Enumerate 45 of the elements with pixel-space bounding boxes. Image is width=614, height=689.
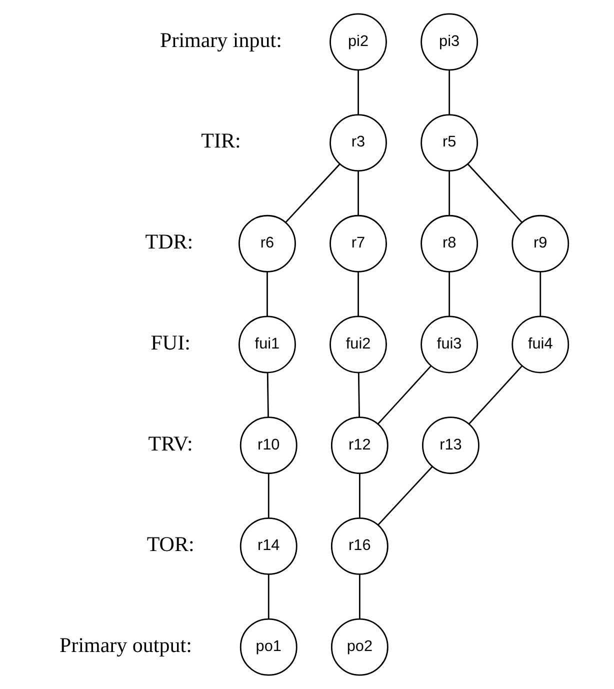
connector — [448, 170, 450, 216]
connector — [448, 272, 450, 316]
node-circle: pi3 — [420, 13, 478, 71]
node-circle: r16 — [330, 518, 388, 575]
connector — [284, 164, 340, 223]
node-circle: r9 — [511, 214, 569, 272]
connector — [267, 474, 269, 518]
connector — [358, 474, 360, 518]
node-circle: r6 — [238, 214, 296, 272]
node-circle: r3 — [329, 114, 386, 172]
node-circle: r10 — [239, 416, 297, 474]
node-circle: fui2 — [329, 316, 386, 374]
label: TRV: — [148, 431, 192, 456]
connector — [358, 574, 360, 619]
node-circle: r7 — [329, 214, 386, 272]
connector — [267, 574, 269, 619]
connector — [357, 170, 358, 216]
connector — [357, 372, 360, 418]
node-circle: po1 — [239, 618, 297, 676]
node-circle: r8 — [420, 214, 478, 272]
node-circle: po2 — [330, 618, 388, 676]
connector — [466, 164, 522, 223]
connector — [266, 372, 268, 418]
node-circle: r5 — [420, 114, 478, 172]
connector — [448, 70, 450, 115]
label: Primary input: — [160, 28, 282, 52]
label: TIR: — [200, 128, 240, 153]
connector — [377, 366, 431, 424]
node-circle: r14 — [239, 518, 297, 575]
label: FUI: — [150, 330, 190, 354]
node-circle: pi2 — [329, 13, 386, 71]
label: TDR: — [144, 230, 193, 254]
label: TOR: — [146, 532, 194, 556]
connector — [377, 466, 432, 526]
connector — [266, 272, 268, 316]
connector — [357, 272, 358, 316]
connector — [468, 366, 522, 424]
connector — [539, 272, 541, 316]
node-circle: fui4 — [511, 316, 569, 374]
node-circle: fui3 — [420, 316, 478, 374]
node-circle: r13 — [422, 416, 479, 474]
label: Primary output: — [59, 632, 192, 657]
connector — [357, 70, 358, 115]
node-circle: fui1 — [238, 316, 296, 374]
node-circle: r12 — [330, 416, 388, 474]
